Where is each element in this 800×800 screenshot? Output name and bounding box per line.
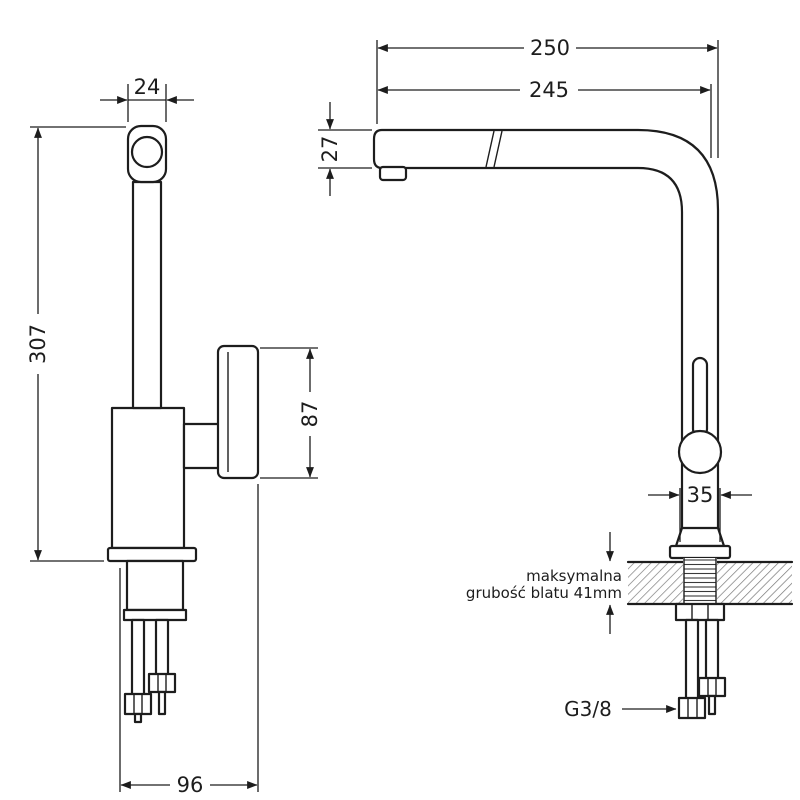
handle-front bbox=[216, 344, 260, 480]
dim-245: 245 bbox=[377, 78, 712, 158]
dim-label-35: 35 bbox=[687, 483, 714, 507]
threaded-shank-front bbox=[125, 559, 185, 612]
handle-connector-front bbox=[182, 422, 222, 470]
locknut-side bbox=[674, 602, 726, 622]
base-flare-side bbox=[674, 526, 726, 548]
dimensions: 24 307 87 96 bbox=[26, 36, 752, 797]
mounting-hardware-side bbox=[677, 618, 727, 720]
mounting-stud-front-2 bbox=[154, 618, 170, 678]
front-view bbox=[106, 124, 260, 724]
countertop-note-line2: grubość blatu 41mm bbox=[466, 584, 622, 602]
aerator-side bbox=[378, 165, 408, 182]
mounting-stud-side-2 bbox=[704, 618, 720, 682]
dim-label-245: 245 bbox=[529, 78, 569, 102]
dim-label-250: 250 bbox=[530, 36, 570, 60]
spout-side bbox=[372, 128, 720, 532]
dim-label-27: 27 bbox=[318, 136, 342, 163]
dim-label-87: 87 bbox=[298, 401, 322, 428]
hex-nut-front-2 bbox=[147, 672, 177, 694]
dim-label-307: 307 bbox=[26, 324, 50, 364]
spray-head-junction-line-1 bbox=[485, 130, 495, 168]
side-view bbox=[372, 128, 794, 720]
mounting-stud-side-1 bbox=[684, 618, 700, 702]
stud-tip-front-2 bbox=[157, 690, 167, 716]
dim-307: 307 bbox=[26, 126, 126, 562]
base-plate-side bbox=[668, 544, 732, 560]
stud-tip-side-2 bbox=[707, 694, 717, 716]
stud-tip-front-1 bbox=[133, 712, 143, 724]
faucet-body-front bbox=[110, 406, 186, 550]
dim-24: 24 bbox=[100, 75, 194, 122]
dim-35: 35 bbox=[648, 483, 752, 542]
dim-label-24: 24 bbox=[134, 75, 161, 99]
spray-head-junction-line-2 bbox=[493, 130, 503, 168]
hex-nut-side-2 bbox=[697, 676, 727, 698]
callout-thread-size: G3/8 bbox=[564, 697, 677, 721]
handle-ball bbox=[677, 429, 723, 475]
countertop-note-line1: maksymalna bbox=[526, 567, 622, 585]
spout-pipe-front bbox=[131, 180, 163, 410]
handle-lever bbox=[691, 356, 709, 438]
dim-87: 87 bbox=[260, 347, 322, 479]
dim-label-96: 96 bbox=[177, 773, 204, 797]
dim-27: 27 bbox=[318, 102, 372, 196]
dim-countertop-thickness: maksymalna grubość blatu 41mm bbox=[466, 532, 622, 634]
base-plate-front bbox=[106, 546, 198, 563]
aerator-circle-icon bbox=[130, 135, 164, 169]
collar-front bbox=[122, 608, 188, 622]
dim-96: 96 bbox=[119, 484, 259, 797]
threaded-shank-side bbox=[683, 558, 717, 605]
mounting-hardware-front bbox=[123, 618, 177, 724]
hex-nut-front-1 bbox=[123, 692, 153, 716]
hex-nut-side-1 bbox=[677, 696, 707, 720]
mounting-stud-front-1 bbox=[130, 618, 146, 698]
dim-250: 250 bbox=[376, 36, 719, 158]
thread-size-label: G3/8 bbox=[564, 697, 612, 721]
